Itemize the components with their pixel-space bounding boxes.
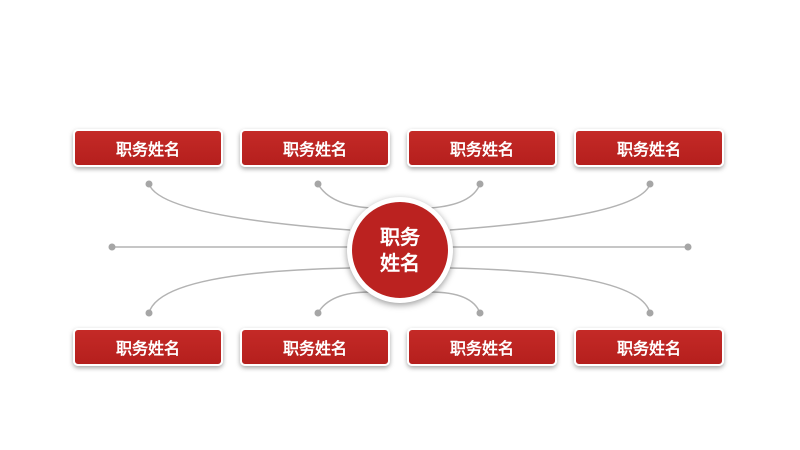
top-node-4: 职务姓名	[574, 129, 724, 167]
connector-dot	[476, 180, 484, 188]
connector-dot	[145, 180, 153, 188]
top-node-2: 职务姓名	[240, 129, 390, 167]
connector-dot	[145, 309, 153, 317]
node-label: 职务姓名	[449, 140, 514, 159]
connector-bottom-2	[317, 291, 371, 314]
node-label: 职务姓名	[616, 140, 681, 159]
connector-dot	[476, 309, 484, 317]
connector-top-3	[429, 183, 481, 209]
connector-dot	[314, 309, 322, 317]
node-label: 职务姓名	[616, 339, 681, 358]
bottom-node-1: 职务姓名	[73, 328, 223, 366]
bottom-node-3: 职务姓名	[407, 328, 557, 366]
center-label-line2: 姓名	[380, 251, 420, 275]
top-node-3: 职务姓名	[407, 129, 557, 167]
connector-dot	[314, 180, 322, 188]
connector-dot	[646, 180, 654, 188]
node-label: 职务姓名	[449, 339, 514, 358]
node-label: 职务姓名	[282, 140, 347, 159]
connector-bottom-3	[429, 291, 481, 314]
node-label: 职务姓名	[282, 339, 347, 358]
node-label: 职务姓名	[115, 339, 180, 358]
node-label: 职务姓名	[115, 140, 180, 159]
connector-dot	[646, 309, 654, 317]
connector-bottom-1	[148, 267, 351, 314]
connector-dot	[108, 243, 116, 251]
center-node: 职务 姓名	[347, 197, 453, 303]
bottom-node-2: 职务姓名	[240, 328, 390, 366]
bottom-node-4: 职务姓名	[574, 328, 724, 366]
connector-top-1	[148, 183, 351, 231]
center-label-line1: 职务	[380, 225, 420, 249]
top-node-1: 职务姓名	[73, 129, 223, 167]
connector-dot	[684, 243, 692, 251]
connector-bottom-4	[449, 267, 651, 314]
connector-top-4	[449, 183, 651, 231]
connector-top-2	[317, 183, 371, 209]
